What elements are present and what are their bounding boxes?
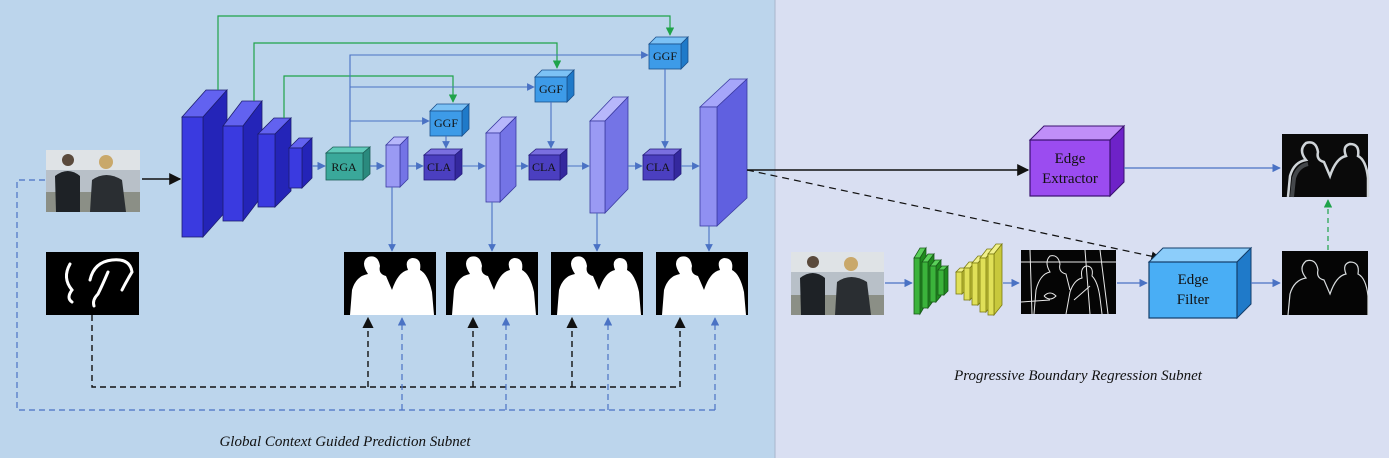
- saliency-prediction-2: [446, 252, 538, 315]
- edge-extractor-module: Edge Extractor: [1028, 124, 1126, 198]
- dashed-supervision-blue: [16, 179, 720, 411]
- ggf-3-label: GGF: [653, 49, 677, 63]
- saliency-prediction-3: [551, 252, 643, 315]
- ggf-module-3: GGF: [648, 36, 689, 70]
- boundary-input-photo: [791, 252, 884, 315]
- edge-filter-label-line2: Filter: [1177, 292, 1210, 308]
- rga-label: RGA: [331, 160, 357, 174]
- edge-map-output: [1282, 134, 1370, 198]
- decoder-feature-2: [485, 116, 517, 203]
- rga-module: RGA: [324, 146, 372, 181]
- edge-filter-module: Edge Filter: [1147, 246, 1253, 320]
- ggf-module-2: GGF: [534, 69, 575, 103]
- decoder-to-edge-filter-dashed-arrow: [746, 169, 1161, 261]
- encoder-block-1: [181, 88, 228, 239]
- edge-cnn-yellow-decoder: [955, 242, 1003, 317]
- saliency-prediction-1: [344, 252, 436, 315]
- cla-2-label: CLA: [532, 160, 556, 174]
- dashed-supervision-black: [91, 315, 686, 388]
- decoder-feature-3: [589, 96, 629, 214]
- edge-filter-label-line1: Edge: [1178, 272, 1209, 288]
- encoder-block-3: [257, 117, 292, 208]
- raw-edge-map: [1020, 249, 1116, 315]
- right-panel-background: [775, 0, 1389, 458]
- cla-3-label: CLA: [646, 160, 670, 174]
- scribble-annotation: [46, 252, 139, 315]
- cla-module-2: CLA: [527, 148, 569, 181]
- left-panel-caption: Global Context Guided Prediction Subnet: [219, 434, 471, 450]
- filtered-edge-map: [1282, 251, 1369, 316]
- ggf-1-label: GGF: [434, 116, 458, 130]
- edge-cnn-green-encoder: [913, 246, 949, 316]
- input-photo: [46, 150, 140, 212]
- decoder-feature-4: [698, 78, 749, 227]
- encoder-block-4: [288, 137, 313, 189]
- edge-extractor-label-line2: Extractor: [1042, 171, 1098, 187]
- cla-module-1: CLA: [422, 148, 464, 181]
- right-panel-caption: Progressive Boundary Regression Subnet: [953, 368, 1203, 384]
- saliency-prediction-4: [656, 252, 748, 315]
- encoder-block-2: [222, 99, 263, 223]
- decoder-feature-1: [385, 136, 409, 188]
- blue-global-guidance-lines: [349, 51, 713, 252]
- edge-extractor-label-line1: Edge: [1055, 151, 1086, 167]
- cla-1-label: CLA: [427, 160, 451, 174]
- ggf-2-label: GGF: [539, 82, 563, 96]
- cla-module-3: CLA: [641, 148, 683, 181]
- ggf-module-1: GGF: [429, 103, 470, 137]
